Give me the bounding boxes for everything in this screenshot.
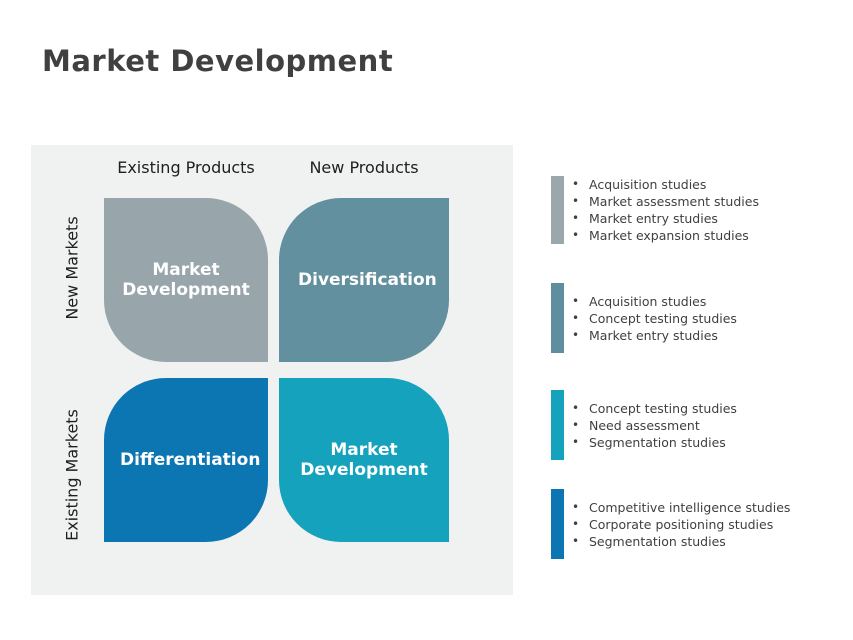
list-item: Need assessment (568, 417, 737, 434)
list-item: Market assessment studies (568, 193, 759, 210)
bullet-list: Concept testing studies Need assessment … (564, 400, 737, 451)
list-item: Corporate positioning studies (568, 516, 790, 533)
matrix-panel: Existing Products New Products New Marke… (31, 145, 513, 595)
study-list-market-development-teal: Concept testing studies Need assessment … (551, 390, 737, 460)
bullet-list: Acquisition studies Concept testing stud… (564, 293, 737, 344)
list-item: Market entry studies (568, 327, 737, 344)
list-item: Market entry studies (568, 210, 759, 227)
quadrant-market-development-bottom: Market Development (279, 378, 449, 542)
quadrant-differentiation: Differentiation (104, 378, 268, 542)
quadrant-label: Diversification (298, 270, 437, 290)
column-header-new-products: New Products (309, 158, 419, 177)
study-list-market-development-gray: Acquisition studies Market assessment st… (551, 176, 759, 244)
study-list-diversification: Acquisition studies Concept testing stud… (551, 283, 737, 353)
row-header-new-markets: New Markets (62, 216, 82, 320)
study-list-differentiation: Competitive intelligence studies Corpora… (551, 489, 790, 559)
list-item: Acquisition studies (568, 176, 759, 193)
bullet-list: Competitive intelligence studies Corpora… (564, 499, 790, 550)
page-title: Market Development (42, 44, 394, 78)
quadrant-diversification: Diversification (279, 198, 449, 362)
color-bar (551, 489, 564, 559)
color-bar (551, 390, 564, 460)
bullet-list: Acquisition studies Market assessment st… (564, 176, 759, 244)
list-item: Competitive intelligence studies (568, 499, 790, 516)
column-header-existing-products: Existing Products (117, 158, 255, 177)
quadrant-market-development-top: Market Development (104, 198, 268, 362)
color-bar (551, 176, 564, 244)
list-item: Concept testing studies (568, 400, 737, 417)
quadrant-label: Market Development (300, 440, 428, 480)
list-item: Acquisition studies (568, 293, 737, 310)
quadrant-label: Differentiation (120, 450, 261, 470)
list-item: Segmentation studies (568, 434, 737, 451)
list-item: Segmentation studies (568, 533, 790, 550)
list-item: Market expansion studies (568, 227, 759, 244)
quadrant-label: Market Development (122, 260, 250, 300)
color-bar (551, 283, 564, 353)
row-header-existing-markets: Existing Markets (62, 409, 82, 541)
list-item: Concept testing studies (568, 310, 737, 327)
